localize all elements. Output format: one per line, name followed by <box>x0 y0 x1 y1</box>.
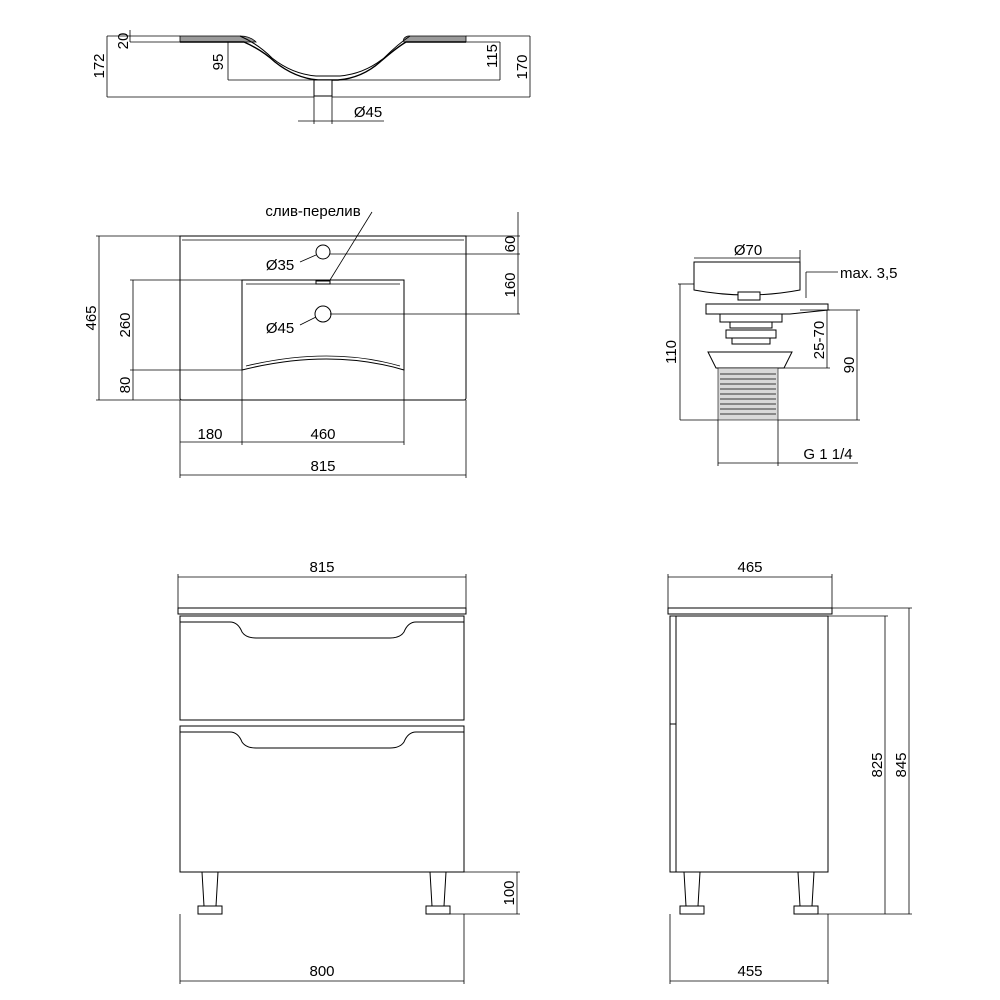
thread-label: G 1 1/4 <box>803 446 852 463</box>
max-thickness-label: max. 3,5 <box>840 265 898 282</box>
side-depth-top-label: 465 <box>737 559 762 576</box>
side-body <box>669 615 829 873</box>
dim-20-label: 20 <box>115 33 132 50</box>
valve-ring-1 <box>719 313 783 323</box>
valve-ring-2 <box>729 321 773 329</box>
d45-leader <box>299 316 317 326</box>
dim-115-label: 115 <box>484 44 501 68</box>
dim-80-label: 80 <box>117 377 134 394</box>
drawer-top <box>179 615 465 721</box>
side-foot-back <box>793 905 819 915</box>
countertop <box>177 607 467 615</box>
overflow-label: слив-перелив <box>265 203 360 220</box>
range-25-70-label: 25-70 <box>811 321 828 359</box>
sink-rim-left <box>179 35 257 43</box>
dim-260-label: 260 <box>117 312 134 337</box>
dim-460-label: 460 <box>310 426 335 443</box>
dim-95-label: 95 <box>210 54 227 71</box>
drawer-bottom <box>179 725 465 873</box>
drawer-bottom-handle <box>180 731 464 749</box>
thread-lines <box>720 373 776 415</box>
d35-leader <box>299 254 317 263</box>
dim-60-label: 60 <box>502 236 519 253</box>
height-825-label: 825 <box>869 752 886 777</box>
sink-outline <box>179 235 467 401</box>
valve-ring-3 <box>725 329 777 339</box>
front-leg-left <box>201 871 219 907</box>
front-width-bottom-label: 800 <box>309 963 334 980</box>
dim-170-label: 170 <box>514 54 531 79</box>
overflow-hole <box>315 244 331 260</box>
drain-valve-drawing <box>678 250 860 466</box>
basin-outline <box>241 279 405 371</box>
hole-overflow-label: Ø35 <box>266 257 294 274</box>
basin-curve-line <box>245 355 401 367</box>
side-countertop <box>667 607 833 615</box>
sink-cross-section <box>106 30 531 124</box>
valve-flange <box>705 303 829 315</box>
dim-172-label: 172 <box>91 53 108 78</box>
overflow-slot <box>315 280 331 285</box>
cabinet-side-view <box>667 574 912 984</box>
front-leg-right <box>429 871 447 907</box>
front-width-top-label: 815 <box>309 559 334 576</box>
drain-hole <box>314 305 332 323</box>
sink-plan-view <box>96 211 520 478</box>
height-845-label: 845 <box>893 752 910 777</box>
dim-815-label: 815 <box>310 458 335 475</box>
cabinet-front-view <box>177 574 520 984</box>
front-foot-left <box>197 905 223 915</box>
cap-diameter-label: Ø70 <box>734 242 762 259</box>
side-foot-front <box>679 905 705 915</box>
drain-pipe <box>313 79 333 97</box>
valve-nut <box>707 351 793 369</box>
dim-110-label: 110 <box>663 340 680 364</box>
side-depth-bottom-label: 455 <box>737 963 762 980</box>
dim-90-label: 90 <box>841 357 858 374</box>
sink-bowl-inner <box>239 35 411 77</box>
front-foot-right <box>425 905 451 915</box>
dim-160-label: 160 <box>502 272 519 297</box>
dim-180-label: 180 <box>197 426 222 443</box>
valve-stem <box>737 291 761 301</box>
sink-rim-right <box>403 35 467 43</box>
valve-cap <box>693 261 801 296</box>
overflow-leader <box>329 211 373 281</box>
drawer-top-handle <box>180 621 464 639</box>
hole-drain-label: Ø45 <box>266 320 294 337</box>
dim-465-label: 465 <box>83 305 100 330</box>
drain-diameter-label: Ø45 <box>354 104 382 121</box>
leg-height-label: 100 <box>501 880 518 905</box>
side-leg-front <box>683 871 701 907</box>
valve-ring-4 <box>731 337 771 345</box>
side-leg-back <box>797 871 815 907</box>
